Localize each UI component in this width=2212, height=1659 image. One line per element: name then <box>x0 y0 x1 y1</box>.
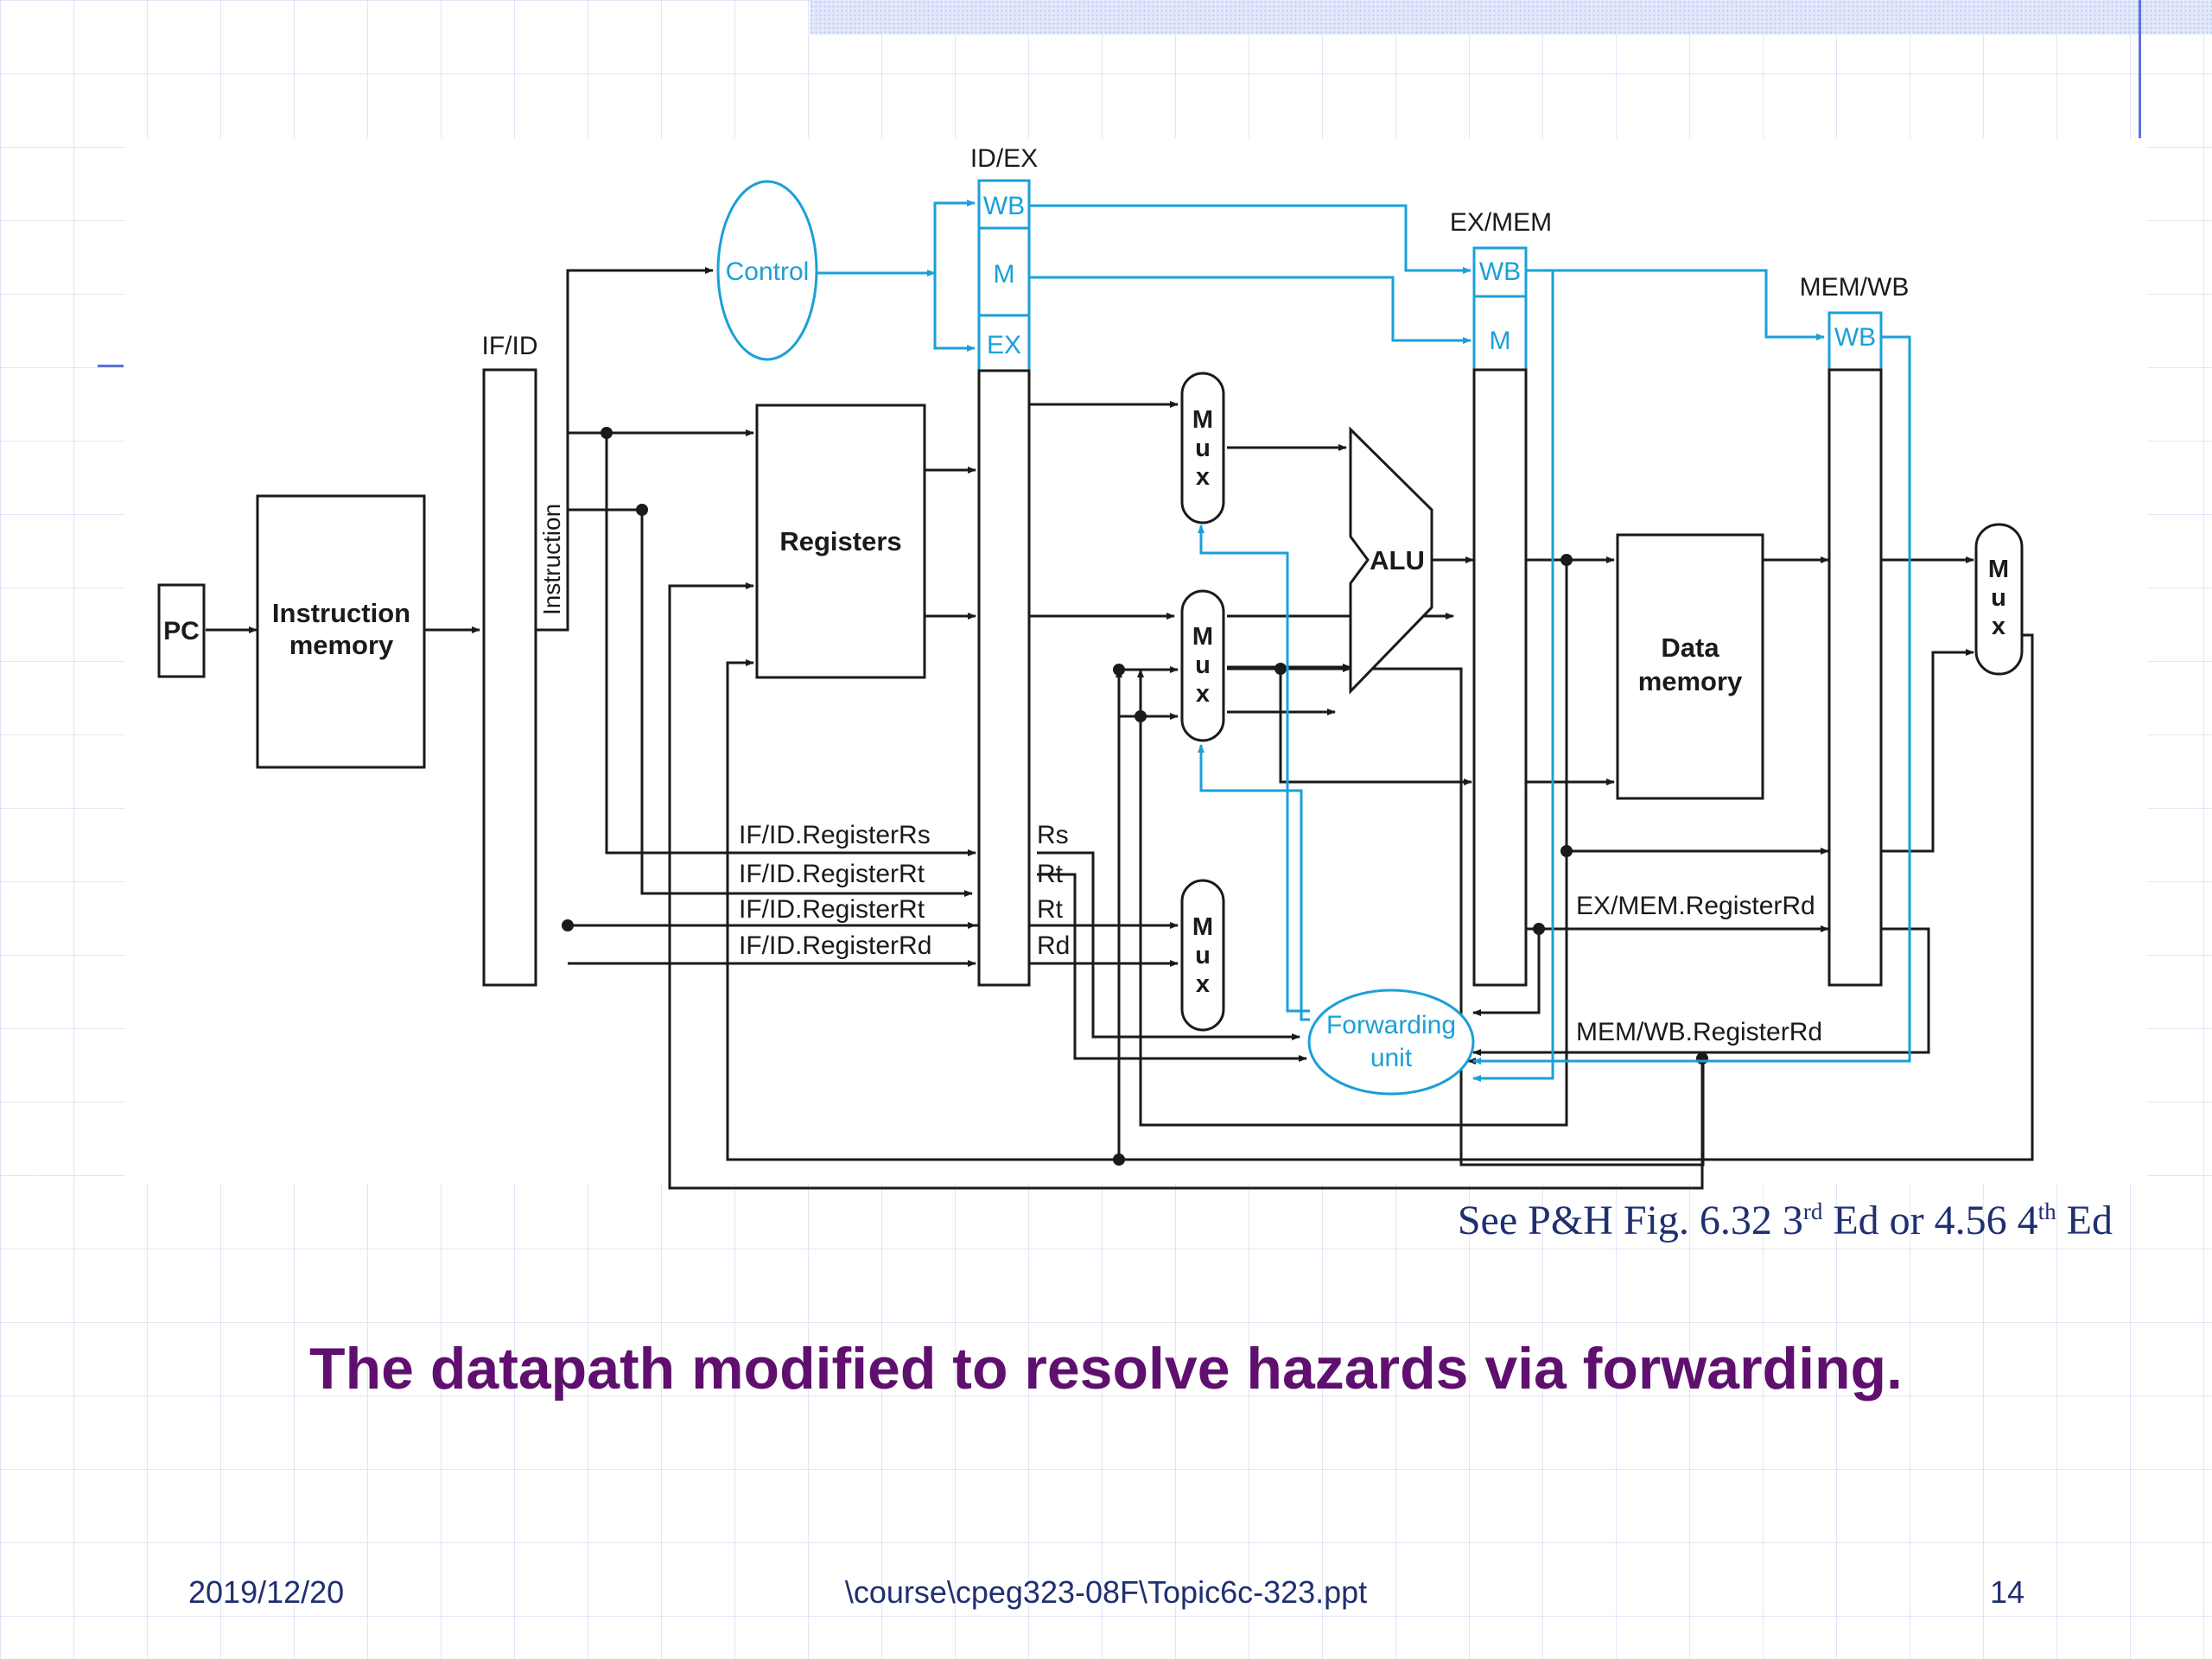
rd-short-label: Rd <box>1037 931 1070 960</box>
ex-mem-wb-field: WB <box>1479 257 1521 286</box>
ex-mem-control-fields <box>1472 246 1528 372</box>
footer-file-path: \course\cpeg323-08F\Topic6c-323.ppt <box>844 1574 1368 1610</box>
alu-label: ALU <box>1370 545 1425 575</box>
caption-text-b: Ed or 4.56 4 <box>1822 1198 2038 1243</box>
datapath-wires <box>206 267 2034 1190</box>
footer-date: 2019/12/20 <box>188 1574 345 1610</box>
id-ex-wb-field: WB <box>983 192 1025 220</box>
mux-letter: x <box>1196 970 1210 998</box>
id-ex-m-field: M <box>994 260 1015 289</box>
if-id-register-rt-label-2: IF/ID.RegisterRt <box>739 895 925 924</box>
if-id-register-rt-label: IF/ID.RegisterRt <box>739 860 925 888</box>
top-decor-band <box>810 0 2212 35</box>
mux-letter: u <box>1195 435 1211 462</box>
instruction-label: Instruction <box>538 504 565 615</box>
rs-short-label: Rs <box>1037 821 1069 849</box>
instruction-memory-label-line2: memory <box>289 630 394 660</box>
instruction-memory-label-line1: Instruction <box>272 598 410 628</box>
ex-mem-m-field: M <box>1490 327 1511 355</box>
forwarding-unit <box>1307 988 1475 1096</box>
reg-dst-mux <box>1180 879 1225 1032</box>
data-memory-label-line1: Data <box>1661 632 1719 663</box>
alu-input-a-mux <box>1180 372 1225 524</box>
mux-letter: u <box>1991 584 2006 612</box>
if-id-register <box>482 368 537 987</box>
if-id-label: IF/ID <box>482 332 538 360</box>
id-ex-control-fields <box>977 179 1031 372</box>
control-unit <box>716 180 818 361</box>
mux-letter: x <box>1196 463 1210 491</box>
pc-label: PC <box>163 617 200 645</box>
id-ex-register <box>977 369 1031 987</box>
mux-letter: x <box>1992 613 2005 640</box>
rt-short-label-2: Rt <box>1037 895 1064 924</box>
if-id-register-rd-label: IF/ID.RegisterRd <box>739 931 931 960</box>
data-memory-label-line2: memory <box>1638 666 1743 696</box>
slide-headline: The datapath modified to resolve hazards… <box>309 1336 1903 1402</box>
registers-label: Registers <box>779 526 901 556</box>
mem-wb-register <box>1827 368 1883 987</box>
mux-letter: M <box>1192 623 1213 651</box>
left-accent-dash <box>98 365 124 367</box>
junction-dots <box>562 427 1708 1166</box>
mux-letter: M <box>1192 913 1213 941</box>
id-ex-ex-field: EX <box>987 331 1021 359</box>
figure-panel <box>125 138 2147 1184</box>
caption-text-a: See P&H Fig. 6.32 3 <box>1457 1198 1803 1243</box>
control-wires <box>817 200 1911 1082</box>
forwarding-unit-label-line1: Forwarding <box>1326 1011 1456 1039</box>
mux-letter: x <box>1196 680 1210 708</box>
mux-letter: M <box>1988 556 2009 583</box>
pc-block <box>157 583 206 678</box>
mux-letter: u <box>1195 652 1211 679</box>
mem-wb-register-rd-label: MEM/WB.RegisterRd <box>1576 1018 1822 1046</box>
ex-mem-register <box>1472 368 1528 987</box>
mem-wb-wb-field: WB <box>1834 323 1876 352</box>
mux-letter: M <box>1192 406 1213 434</box>
registers-block <box>755 404 926 679</box>
data-memory-block <box>1616 533 1764 800</box>
writeback-mux <box>1974 523 2024 676</box>
footer-page-number: 14 <box>1990 1574 2025 1610</box>
rt-short-label: Rt <box>1037 860 1064 888</box>
ex-mem-label: EX/MEM <box>1450 208 1552 237</box>
control-label: Control <box>726 257 810 286</box>
if-id-register-rs-label: IF/ID.RegisterRs <box>739 821 931 849</box>
caption-sup-rd: rd <box>1802 1198 1823 1224</box>
caption-text-c: Ed <box>2056 1198 2113 1243</box>
forwarding-unit-label-line2: unit <box>1370 1044 1413 1072</box>
instruction-memory-block <box>256 494 426 769</box>
mem-wb-label: MEM/WB <box>1800 273 1910 302</box>
alu <box>1349 426 1433 695</box>
id-ex-label: ID/EX <box>970 144 1038 173</box>
figure-caption: See P&H Fig. 6.32 3rd Ed or 4.56 4th Ed <box>1335 1197 2113 1244</box>
alu-input-b-mux <box>1180 589 1225 742</box>
ex-mem-register-rd-label: EX/MEM.RegisterRd <box>1576 892 1815 920</box>
mux-letter: u <box>1195 942 1211 969</box>
caption-sup-th: th <box>2037 1198 2056 1224</box>
